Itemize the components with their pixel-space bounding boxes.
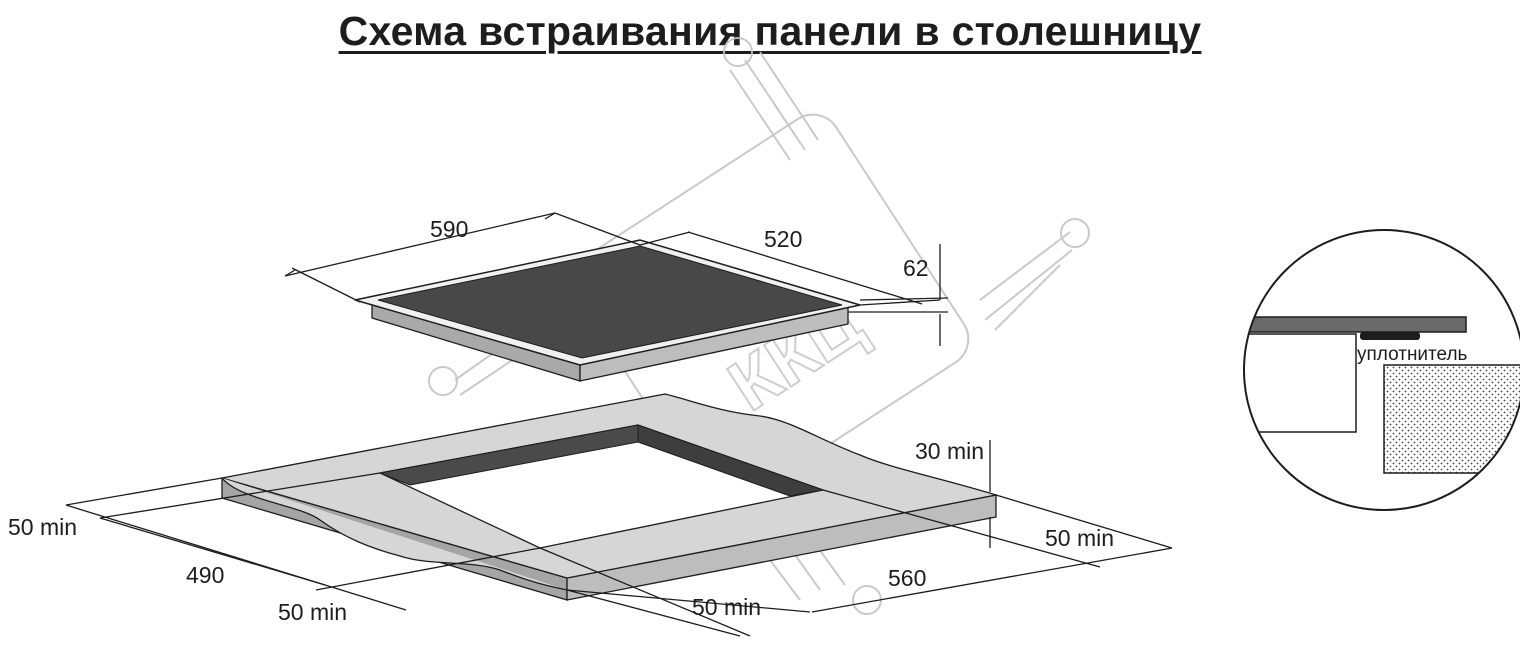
- dim-clearance-right: 50 min: [1045, 525, 1114, 551]
- dim-panel-width: 590: [430, 216, 468, 242]
- hob-panel: [354, 239, 861, 382]
- dim-panel-depth: 520: [764, 226, 802, 252]
- dim-panel-height: 62: [903, 255, 929, 281]
- seal-detail-view: уплотнитель: [1243, 229, 1520, 511]
- glass-surface: [377, 245, 843, 359]
- dim-cutout-depth: 490: [186, 562, 224, 588]
- seal-label: уплотнитель: [1357, 344, 1468, 365]
- dimension-lines: [65, 212, 1173, 637]
- countertop-section: [1383, 364, 1520, 474]
- dim-clearance-front-left: 50 min: [278, 599, 347, 625]
- dim-cutout-width: 560: [888, 565, 926, 591]
- detail-circle: [1243, 229, 1520, 511]
- countertop: [221, 393, 997, 601]
- glass-section: [1244, 316, 1467, 333]
- dim-countertop-thickness: 30 min: [915, 438, 984, 464]
- seal-strip: [1360, 332, 1420, 340]
- dim-clearance-front-right: 50 min: [692, 594, 761, 620]
- countertop-break-left: [221, 477, 568, 591]
- dim-clearance-left: 50 min: [8, 514, 77, 540]
- diagram-title: Схема встраивания панели в столешницу: [338, 8, 1202, 54]
- cutout-right-wall: [637, 424, 825, 497]
